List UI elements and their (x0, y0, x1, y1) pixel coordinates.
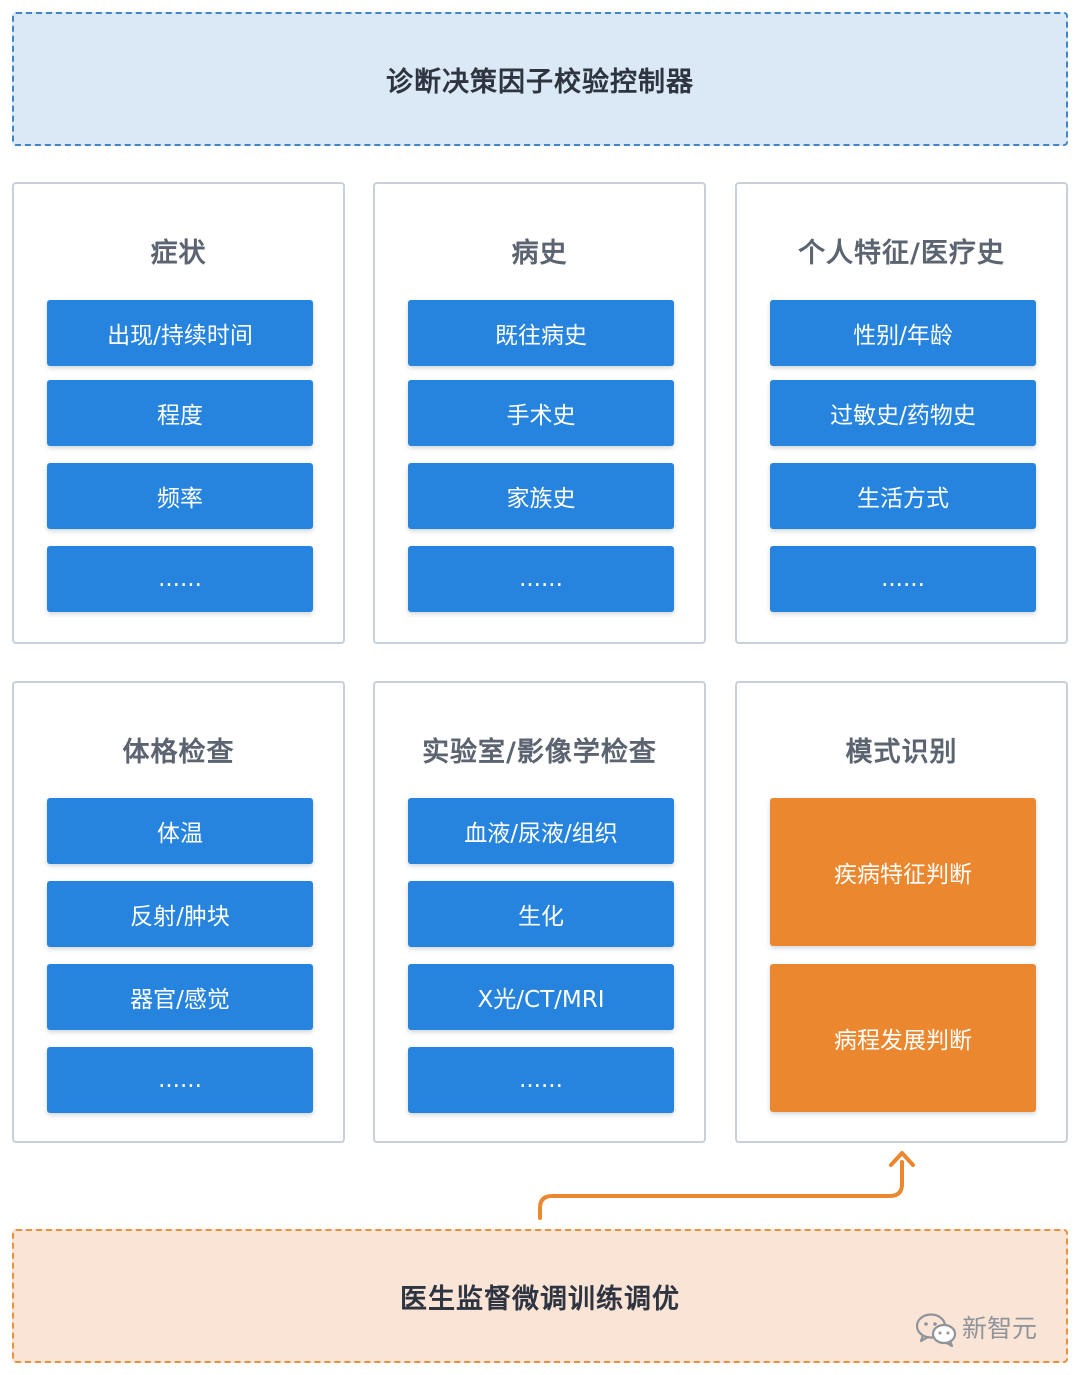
arrow-head-icon (889, 1151, 915, 1167)
bottom-banner-label: 医生监督微调训练调优 (400, 1283, 680, 1315)
item-box: 生活方式 (770, 463, 1036, 529)
panel-physical-exam: 体格检查 体温 反射/肿块 器官/感觉 ...... (12, 681, 345, 1143)
item-box: 器官/感觉 (47, 964, 313, 1030)
item-box: ...... (770, 546, 1036, 612)
item-box: 血液/尿液/组织 (408, 798, 674, 864)
item-box: ...... (408, 1047, 674, 1113)
top-banner: 诊断决策因子校验控制器 (12, 12, 1068, 146)
item-box: 过敏史/药物史 (770, 380, 1036, 446)
panel-title: 实验室/影像学检查 (422, 737, 657, 768)
item-box: 性别/年龄 (770, 300, 1036, 366)
item-box: 频率 (47, 463, 313, 529)
item-box: ...... (47, 546, 313, 612)
item-box: 手术史 (408, 380, 674, 446)
panel-lab-imaging: 实验室/影像学检查 血液/尿液/组织 生化 X光/CT/MRI ...... (373, 681, 706, 1143)
panel-title: 体格检查 (122, 737, 235, 768)
bottom-banner: 医生监督微调训练调优 (12, 1229, 1068, 1363)
item-box: ...... (47, 1047, 313, 1113)
item-box-orange: 病程发展判断 (770, 964, 1036, 1112)
item-box: ...... (408, 546, 674, 612)
item-box: 家族史 (408, 463, 674, 529)
panel-title: 病史 (511, 238, 568, 269)
panel-title: 个人特征/医疗史 (798, 238, 1005, 269)
item-box: 既往病史 (408, 300, 674, 366)
panel-title: 症状 (150, 238, 207, 269)
item-box: 出现/持续时间 (47, 300, 313, 366)
watermark-text: 新智元 (962, 1314, 1038, 1343)
panel-pattern-recognition: 模式识别 疾病特征判断 病程发展判断 (735, 681, 1068, 1143)
panel-personal-traits: 个人特征/医疗史 性别/年龄 过敏史/药物史 生活方式 ...... (735, 182, 1068, 644)
item-box: X光/CT/MRI (408, 964, 674, 1030)
item-box: 体温 (47, 798, 313, 864)
top-banner-label: 诊断决策因子校验控制器 (386, 66, 694, 98)
item-box-orange: 疾病特征判断 (770, 798, 1036, 946)
panel-medical-history: 病史 既往病史 手术史 家族史 ...... (373, 182, 706, 644)
wechat-icon (915, 1313, 957, 1348)
item-box: 反射/肿块 (47, 881, 313, 947)
panel-symptoms: 症状 出现/持续时间 程度 频率 ...... (12, 182, 345, 644)
item-box: 程度 (47, 380, 313, 446)
panel-title: 模式识别 (845, 737, 958, 768)
item-box: 生化 (408, 881, 674, 947)
